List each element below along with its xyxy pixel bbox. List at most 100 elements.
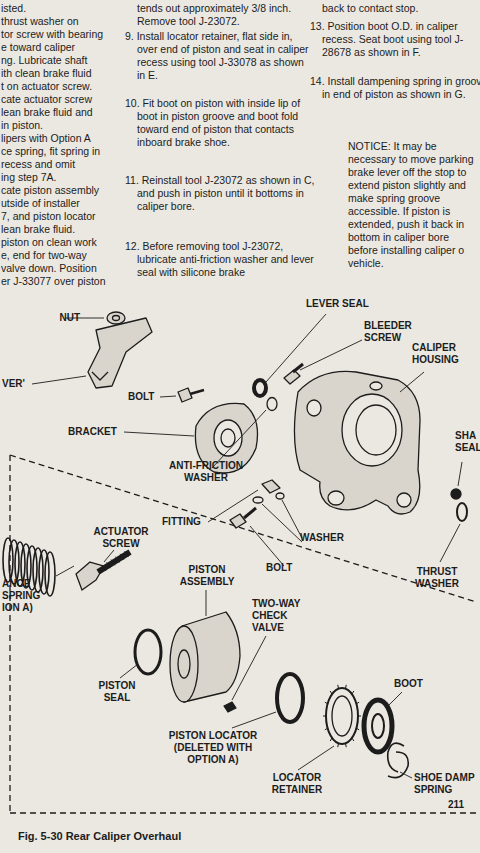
screw-thread bbox=[125, 551, 129, 557]
part-label: LOCATOR RETAINER bbox=[256, 772, 338, 796]
part-label: ANTI-FRICTION WASHER bbox=[156, 460, 256, 484]
retainer-tooth bbox=[337, 685, 339, 689]
instruction-text: cate actuator screw bbox=[1, 93, 119, 106]
caliper-bore-inner bbox=[356, 405, 396, 455]
bolt bbox=[178, 388, 192, 402]
locator-retainer bbox=[326, 688, 358, 744]
boot-inner bbox=[372, 714, 384, 738]
fitting bbox=[262, 480, 280, 493]
part-label: ACTUATOR SCREW bbox=[88, 526, 154, 550]
instruction-text: 7, and piston locator bbox=[1, 210, 119, 223]
retainer-tooth bbox=[358, 716, 361, 717]
retainer-tooth bbox=[330, 691, 332, 694]
thrust-washer bbox=[457, 503, 467, 521]
notice-text: NOTICE: It may be necessary to move park… bbox=[348, 140, 480, 270]
instruction-text: lean brake fluid. bbox=[1, 223, 119, 236]
instruction-step: 11. Reinstall tool J-23072 as shown in C… bbox=[125, 174, 315, 213]
caliper-bore bbox=[342, 394, 402, 466]
actuator-screw-head bbox=[76, 562, 104, 590]
instruction-text: valve down. Position bbox=[1, 262, 119, 275]
bracket-boss bbox=[221, 429, 235, 447]
part-label: ANCE SPRING ION A) bbox=[2, 578, 58, 614]
lever-seal bbox=[254, 380, 266, 396]
bolt-shank bbox=[244, 508, 256, 518]
retainer-tooth bbox=[352, 738, 354, 741]
instruction-text: e, end for two-way bbox=[1, 249, 119, 262]
bolt bbox=[230, 514, 246, 528]
washer bbox=[276, 493, 284, 499]
part-label: SHA SEAL bbox=[455, 430, 480, 454]
piston-seal bbox=[135, 630, 161, 674]
washer bbox=[253, 497, 263, 503]
instruction-text: ing step 7A. bbox=[1, 171, 119, 184]
instruction-text: ith clean brake fluid bbox=[1, 67, 119, 80]
instruction-step: 13. Position boot O.D. in caliper recess… bbox=[310, 20, 480, 59]
anti-friction-washer bbox=[267, 398, 277, 411]
mount-ear bbox=[397, 493, 411, 507]
instruction-step: 10. Fit boot on piston with inside lip o… bbox=[125, 97, 315, 149]
screw-thread bbox=[102, 565, 106, 571]
figure-caption: Fig. 5-30 Rear Caliper Overhaul bbox=[18, 830, 181, 843]
screw-thread bbox=[107, 562, 111, 568]
instruction-text: er J-33077 over piston bbox=[1, 275, 119, 288]
part-label: FITTING bbox=[162, 516, 212, 528]
part-label: LEVER SEAL bbox=[306, 298, 386, 310]
bleeder-port bbox=[370, 382, 382, 390]
instruction-text: isted. bbox=[1, 2, 119, 15]
retainer-tooth bbox=[325, 728, 328, 730]
part-label: VER' bbox=[2, 378, 42, 390]
instruction-text: ce spring, fit spring in bbox=[1, 145, 119, 158]
instruction-text: e toward caliper bbox=[1, 41, 119, 54]
caliper-housing bbox=[294, 371, 420, 514]
separator-line bbox=[9, 455, 10, 812]
page-number: 211 bbox=[448, 799, 478, 811]
leader-lines bbox=[32, 314, 462, 778]
instruction-text: back to contact stop. bbox=[322, 2, 480, 15]
part-label: PISTON LOCATOR (DELETED WITH OPTION A) bbox=[158, 730, 268, 766]
instruction-text: lean brake fluid and bbox=[1, 106, 119, 119]
piston-face bbox=[170, 626, 198, 702]
boot bbox=[364, 700, 392, 752]
actuator-screw-shaft bbox=[98, 552, 130, 572]
part-label: PISTON ASSEMBLY bbox=[172, 564, 242, 588]
retainer-tooth bbox=[337, 743, 339, 747]
instruction-text: utside of installer bbox=[1, 197, 119, 210]
part-label: NUT bbox=[40, 312, 80, 324]
part-label: WASHER bbox=[300, 532, 360, 544]
instruction-text: thrust washer on bbox=[1, 15, 119, 28]
bolt-shank bbox=[190, 390, 204, 394]
parking-lever bbox=[88, 318, 152, 388]
part-label: BRACKET bbox=[68, 426, 128, 438]
check-valve bbox=[224, 702, 236, 712]
screw-thread bbox=[120, 554, 124, 560]
instruction-text: in piston. bbox=[1, 119, 119, 132]
instruction-text: tor screw with bearing bbox=[1, 28, 119, 41]
part-label: BOLT bbox=[128, 391, 168, 403]
part-label: TWO-WAY CHECK VALVE bbox=[252, 598, 308, 634]
instruction-text: t on actuator screw. bbox=[1, 80, 119, 93]
spring-coil bbox=[45, 552, 55, 596]
retainer-tooth bbox=[352, 691, 354, 694]
bleeder-screw bbox=[284, 370, 300, 384]
retainer-tooth bbox=[356, 728, 359, 730]
part-label: PISTON SEAL bbox=[92, 680, 142, 704]
piston-face-inner bbox=[178, 650, 190, 678]
instruction-text: lipers with Option A bbox=[1, 132, 119, 145]
instruction-step: 14. Install dampening spring in groove i… bbox=[310, 75, 480, 101]
instruction-text: cate piston assembly bbox=[1, 184, 119, 197]
retainer-tooth bbox=[330, 738, 332, 741]
retainer-tooth bbox=[325, 702, 328, 704]
separator-line bbox=[10, 812, 480, 813]
retainer-tooth bbox=[345, 685, 347, 689]
retainer-tooth bbox=[356, 702, 359, 704]
screw-thread bbox=[116, 557, 120, 563]
part-label: SHOE DAMP SPRING bbox=[414, 772, 480, 796]
lever-tab bbox=[92, 372, 108, 380]
part-label: BLEEDER SCREW bbox=[364, 320, 424, 344]
shaft-seal bbox=[451, 489, 461, 499]
retainer-tooth bbox=[323, 716, 326, 717]
nut-hole bbox=[113, 316, 120, 321]
lever-bore bbox=[307, 400, 321, 416]
retainer-tooth bbox=[345, 743, 347, 747]
locator-retainer-inner bbox=[332, 696, 352, 736]
